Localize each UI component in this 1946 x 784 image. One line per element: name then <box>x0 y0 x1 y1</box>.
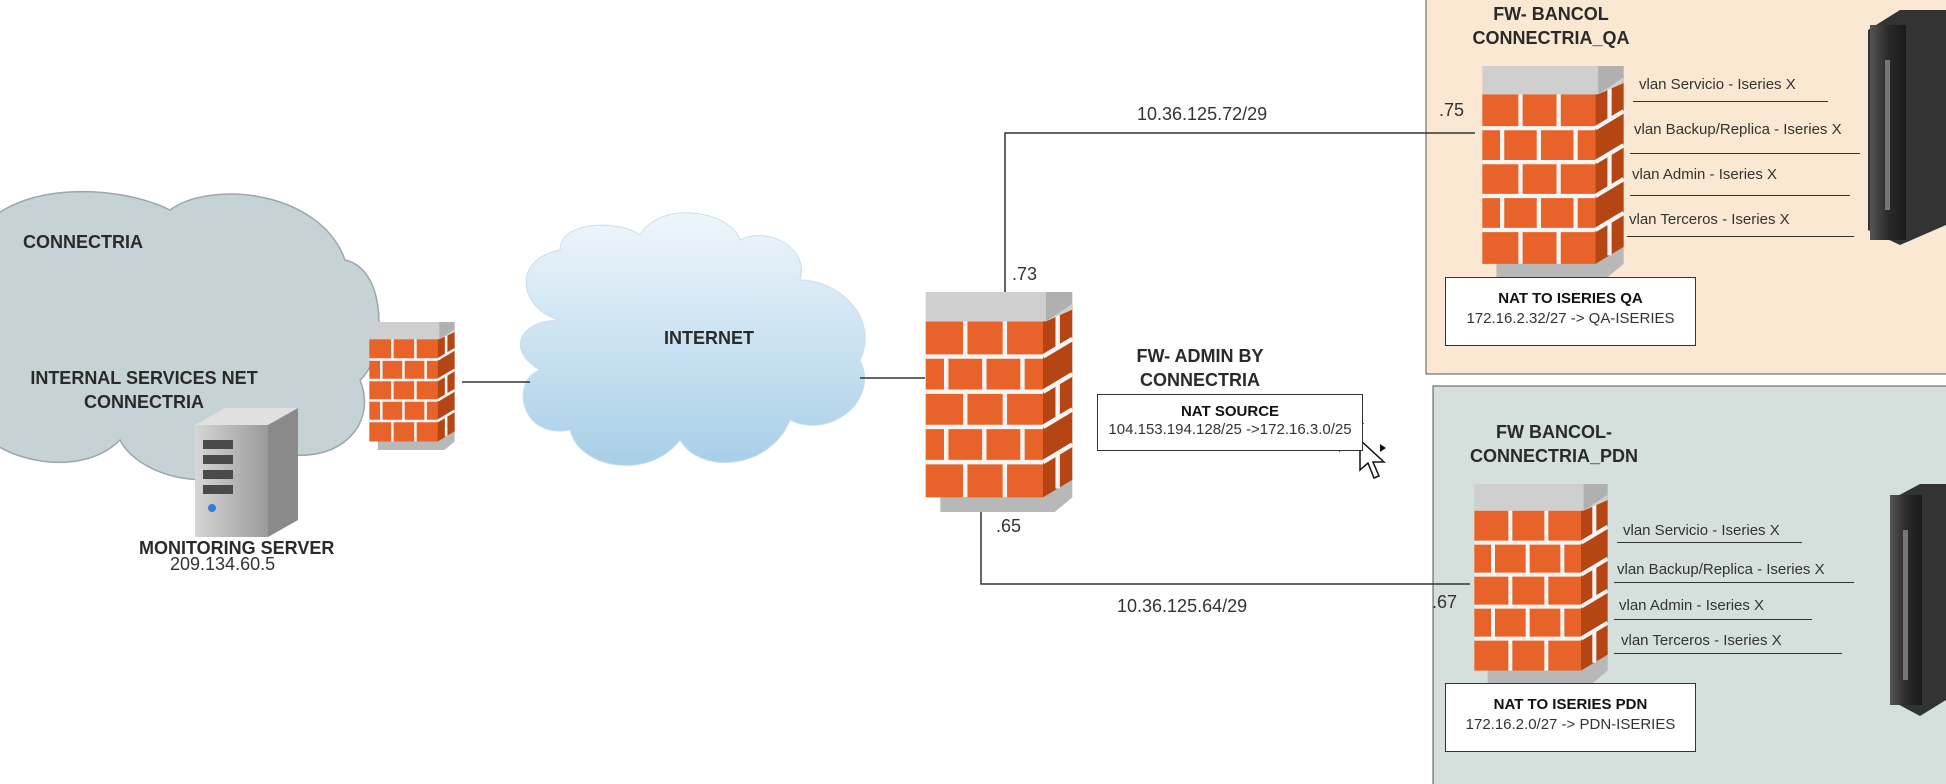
nat-qa-box: NAT TO ISERIES QA 172.16.2.32/27 -> QA-I… <box>1445 277 1696 346</box>
pdn-vlan-admin-line <box>1614 619 1812 620</box>
link-admin-fw-to-qa <box>1004 132 1475 295</box>
pdn-vlan-backup-line <box>1614 582 1854 583</box>
admin-firewall-icon <box>926 277 1073 512</box>
qa-fw-title: FW- BANCOL CONNECTRIA_QA <box>1440 2 1662 50</box>
admin-fw-title: FW- ADMIN BY CONNECTRIA <box>1110 344 1290 392</box>
pdn-vlan-terceros-line <box>1614 653 1842 654</box>
qa-vlan-backup: vlan Backup/Replica - Iseries X <box>1634 121 1842 138</box>
qa-server-rack-icon <box>1868 10 1946 245</box>
pdn-fw-title-line-1: FW BANCOL- <box>1496 422 1612 442</box>
qa-fw-ip: .75 <box>1439 100 1465 120</box>
connectria-zone-title: CONNECTRIA <box>23 232 143 252</box>
pdn-fw-ip: .67 <box>1432 592 1458 612</box>
pdn-vlan-terceros: vlan Terceros - Iseries X <box>1621 632 1782 649</box>
monitoring-server-ip: 209.134.60.5 <box>170 554 276 574</box>
qa-vlan-backup-line <box>1630 153 1860 154</box>
monitoring-server-icon <box>195 408 298 537</box>
internal-net-line-1: INTERNAL SERVICES NET <box>30 368 258 388</box>
pdn-vlan-servicio-line <box>1617 542 1802 543</box>
nat-source-box: NAT SOURCE 104.153.194.128/25 ->172.16.3… <box>1097 394 1363 451</box>
admin-fw-title-line-2: CONNECTRIA <box>1140 370 1260 390</box>
nat-pdn-box: NAT TO ISERIES PDN 172.16.2.0/27 -> PDN-… <box>1445 683 1696 752</box>
pdn-vlan-backup: vlan Backup/Replica - Iseries X <box>1617 561 1825 578</box>
left-firewall-icon <box>367 322 457 450</box>
qa-firewall-icon <box>1482 52 1623 278</box>
qa-vlan-servicio-line <box>1633 101 1828 102</box>
qa-link-subnet: 10.36.125.72/29 <box>1137 104 1268 124</box>
connectria-cloud <box>0 190 380 481</box>
pdn-fw-title-line-2: CONNECTRIA_PDN <box>1469 446 1638 466</box>
nat-pdn-rule: 172.16.2.0/27 -> PDN-ISERIES <box>1465 716 1676 733</box>
internet-cloud <box>519 212 866 466</box>
internal-net-line-2: CONNECTRIA <box>84 392 204 412</box>
pdn-link-subnet: 10.36.125.64/29 <box>1117 596 1248 616</box>
monitoring-server-label: MONITORING SERVER <box>139 538 335 558</box>
nat-source-rule: 104.153.194.128/25 ->172.16.3.0/25 <box>1108 421 1352 438</box>
qa-fw-title-line-2: CONNECTRIA_QA <box>1472 28 1630 48</box>
qa-fw-title-line-1: FW- BANCOL <box>1493 4 1609 24</box>
pdn-server-rack-icon <box>1890 484 1946 716</box>
admin-fw-ip-top: .73 <box>1012 264 1038 284</box>
nat-qa-title: NAT TO ISERIES QA <box>1498 290 1643 307</box>
pdn-vlan-servicio: vlan Servicio - Iseries X <box>1623 522 1780 539</box>
internet-label: INTERNET <box>664 328 754 348</box>
qa-vlan-servicio: vlan Servicio - Iseries X <box>1639 76 1796 93</box>
admin-fw-title-line-1: FW- ADMIN BY <box>1136 346 1264 366</box>
qa-vlan-admin: vlan Admin - Iseries X <box>1632 166 1778 183</box>
nat-qa-rule: 172.16.2.32/27 -> QA-ISERIES <box>1466 310 1675 327</box>
pdn-firewall-icon <box>1474 471 1607 684</box>
qa-vlan-admin-line <box>1630 195 1850 196</box>
internal-services-net-title: INTERNAL SERVICES NET CONNECTRIA <box>14 366 274 414</box>
qa-vlan-terceros: vlan Terceros - Iseries X <box>1629 211 1790 228</box>
pdn-fw-title: FW BANCOL- CONNECTRIA_PDN <box>1448 420 1660 468</box>
nat-pdn-title: NAT TO ISERIES PDN <box>1493 696 1648 713</box>
nat-source-title: NAT SOURCE <box>1180 403 1280 420</box>
pdn-vlan-admin: vlan Admin - Iseries X <box>1619 597 1765 614</box>
link-admin-fw-to-pdn <box>980 480 1470 585</box>
admin-fw-ip-bottom: .65 <box>996 516 1022 536</box>
qa-vlan-terceros-line <box>1627 236 1854 237</box>
